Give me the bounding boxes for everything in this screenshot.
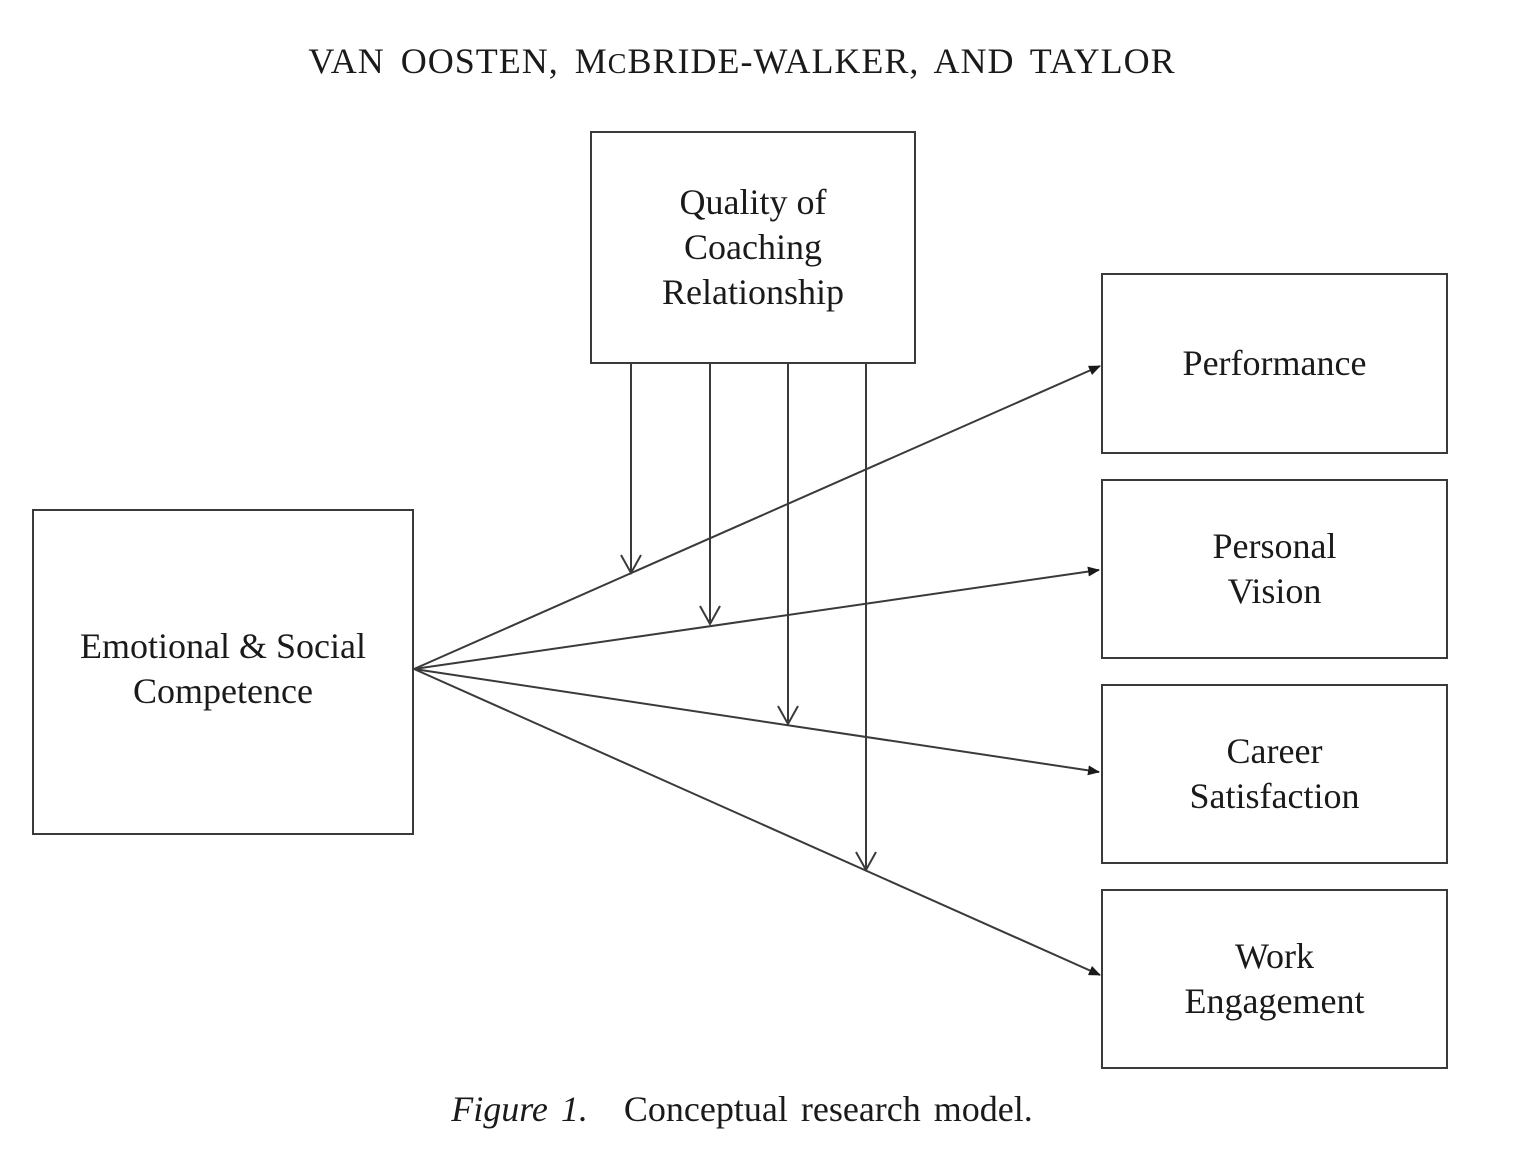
edge-emotional-to-career (413, 668, 1100, 776)
node-emotional-social-competence: Emotional & Social Competence (32, 509, 414, 835)
figure-label: Figure 1. (451, 1089, 588, 1129)
node-label: Personal Vision (1213, 524, 1337, 614)
node-personal-vision: Personal Vision (1101, 479, 1448, 659)
node-label-line: Coaching (684, 227, 822, 267)
running-head-part-1: VAN OOSTEN, (308, 41, 575, 81)
node-label-line: Satisfaction (1189, 776, 1360, 816)
node-label: Emotional & Social Competence (80, 624, 366, 714)
edge-emotional-to-vision (413, 566, 1100, 670)
node-performance: Performance (1101, 273, 1448, 454)
node-label-line: Competence (133, 671, 313, 711)
node-label-line: Performance (1182, 343, 1367, 383)
node-label-line: Relationship (662, 272, 844, 312)
moderation-arrow-performance (620, 364, 642, 576)
node-label: Career Satisfaction (1190, 729, 1360, 819)
figure-caption: Figure 1. Conceptual research model. (0, 1088, 1484, 1130)
edge-emotional-to-work (413, 668, 1101, 976)
node-label: Quality of Coaching Relationship (662, 180, 844, 315)
node-label-line: Career (1226, 731, 1323, 771)
node-label-line: Vision (1227, 571, 1322, 611)
node-label: Work Engagement (1185, 934, 1365, 1024)
moderation-arrow-vision (699, 364, 721, 627)
node-label-line: Emotional & Social (80, 626, 366, 666)
running-head-mc-m: M (574, 41, 608, 81)
node-quality-of-coaching-relationship: Quality of Coaching Relationship (590, 131, 916, 364)
figure-caption-text: Conceptual research model. (623, 1089, 1033, 1129)
node-label-line: Work (1234, 936, 1315, 976)
node-work-engagement: Work Engagement (1101, 889, 1448, 1069)
node-label-line: Quality of (679, 182, 827, 222)
running-head-part-2: BRIDE-WALKER, AND TAYLOR (627, 41, 1176, 81)
node-label-line: Personal (1212, 526, 1337, 566)
node-label: Performance (1183, 341, 1367, 386)
running-head: VAN OOSTEN, MCBRIDE-WALKER, AND TAYLOR (0, 40, 1484, 82)
moderation-arrow-work (855, 364, 877, 873)
node-label-line: Engagement (1184, 981, 1365, 1021)
running-head-mc-c: C (607, 49, 628, 80)
moderation-arrow-career (777, 364, 799, 727)
node-career-satisfaction: Career Satisfaction (1101, 684, 1448, 864)
edge-emotional-to-performance (413, 365, 1101, 670)
